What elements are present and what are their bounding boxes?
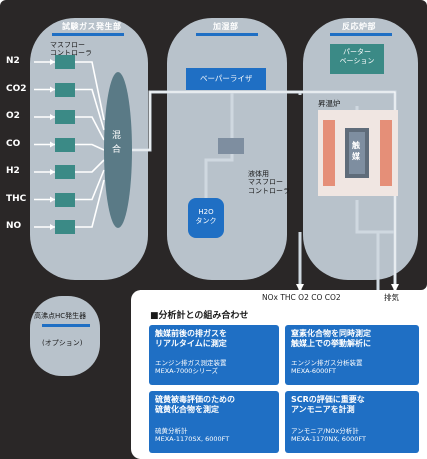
gas-inlet-arrow <box>50 59 55 65</box>
hc-generator-capsule <box>30 296 100 376</box>
liquid-mfc-label: 液体用 マスフロー コントローラ <box>248 170 290 195</box>
mfc-block <box>55 165 75 179</box>
mixer-label: 混 合 <box>112 131 122 155</box>
section-humid-underline <box>196 33 258 36</box>
analyzer-card-product: 硫黄分析計 MEXA-1170SX, 6000FT <box>155 427 230 444</box>
analyzer-card-product: エンジン排ガス測定装置 MEXA-7000シリーズ <box>155 359 227 376</box>
hc-generator-title: 高沸点HC発生器 <box>34 312 87 320</box>
mixer <box>104 72 132 228</box>
analyte-list: NOx THC O2 CO CO2 <box>262 293 341 302</box>
furnace-label: 昇温炉 <box>318 99 341 108</box>
section-reactor-title: 反応炉部 <box>342 22 376 31</box>
gas-inlet-arrow <box>50 224 55 230</box>
gas-label: CO2 <box>6 83 27 94</box>
gas-label: H2 <box>6 166 20 176</box>
heater-left <box>323 120 335 186</box>
mfc-block <box>55 220 75 234</box>
heater-right <box>380 120 392 186</box>
mfc-block <box>55 55 75 69</box>
gas-inlet-arrow <box>50 169 55 175</box>
purge-label: パーター ベーション <box>339 48 375 66</box>
hc-generator-note: (オプション) <box>42 339 83 347</box>
gas-label: NO <box>6 221 22 231</box>
gas-inlet-arrow <box>50 141 55 148</box>
analyzer-card: SCRの評価に重要な アンモニアを計測 アンモニア/NOx分析計 MEXA-11… <box>285 391 419 453</box>
analyzer-card-product: アンモニア/NOx分析計 MEXA-1170NX, 6000FT <box>291 427 366 444</box>
vaporizer-box <box>186 68 266 90</box>
water-tank <box>188 198 224 238</box>
gas-label: THC <box>6 193 27 204</box>
mfc-block <box>55 192 75 207</box>
section-humid-title: 加湿部 <box>213 22 239 31</box>
catalyst-inner <box>349 132 365 174</box>
gas-inlet-arrow <box>50 114 55 120</box>
analyzer-arrow <box>296 284 304 292</box>
gas-label: N2 <box>6 56 20 66</box>
water-tank-label: H2O タンク <box>195 208 217 226</box>
analyzer-card-product: エンジン排ガス分析装置 MEXA-6000FT <box>291 359 363 376</box>
gas-label: O2 <box>6 111 20 121</box>
analyzer-panel-title: ■分析計との組み合わせ <box>150 311 249 321</box>
analyzer-card: 硫黄被毒評価のための 硫黄化合物を測定 硫黄分析計 MEXA-1170SX, 6… <box>149 391 279 453</box>
gas-inlet-arrow <box>50 196 55 203</box>
catalyst-label: 触 媒 <box>352 141 360 162</box>
pipe-to-tank <box>204 150 234 202</box>
analyzer-card-grid: 触媒前後の排ガスを リアルタイムに測定 エンジン排ガス測定装置 MEXA-700… <box>149 325 419 453</box>
vaporizer-label: ベーパーライザ <box>200 74 253 83</box>
section-gas-underline <box>52 33 124 36</box>
section-reactor-underline <box>330 33 392 36</box>
analyzer-card: 窒素化合物を同時測定 触媒上での挙動解析に エンジン排ガス分析装置 MEXA-6… <box>285 325 419 385</box>
analyzer-card-heading: 触媒前後の排ガスを リアルタイムに測定 <box>155 329 227 348</box>
mfc-block <box>55 110 75 124</box>
mfc-block <box>55 137 75 152</box>
analyzer-card-heading: SCRの評価に重要な アンモニアを計測 <box>291 395 365 414</box>
analyzer-card-heading: 硫黄被毒評価のための 硫黄化合物を測定 <box>155 395 235 414</box>
mfc-label: マスフロー コントローラ <box>50 41 92 58</box>
analyzer-card-heading: 窒素化合物を同時測定 触媒上での挙動解析に <box>291 329 371 348</box>
hc-generator-underline <box>42 324 90 327</box>
gas-inlet-arrow <box>50 86 55 93</box>
mfc-block <box>55 82 75 97</box>
purge-box <box>330 44 384 74</box>
analyzer-card: 触媒前後の排ガスを リアルタイムに測定 エンジン排ガス測定装置 MEXA-700… <box>149 325 279 385</box>
gas-label: CO <box>6 138 21 149</box>
section-gas-title: 試験ガス発生部 <box>62 22 122 31</box>
exhaust-arrow <box>391 284 399 292</box>
pipe-furnace-out <box>355 200 380 290</box>
exhaust-label: 排気 <box>384 293 399 302</box>
liquid-mfc-box <box>218 138 244 154</box>
